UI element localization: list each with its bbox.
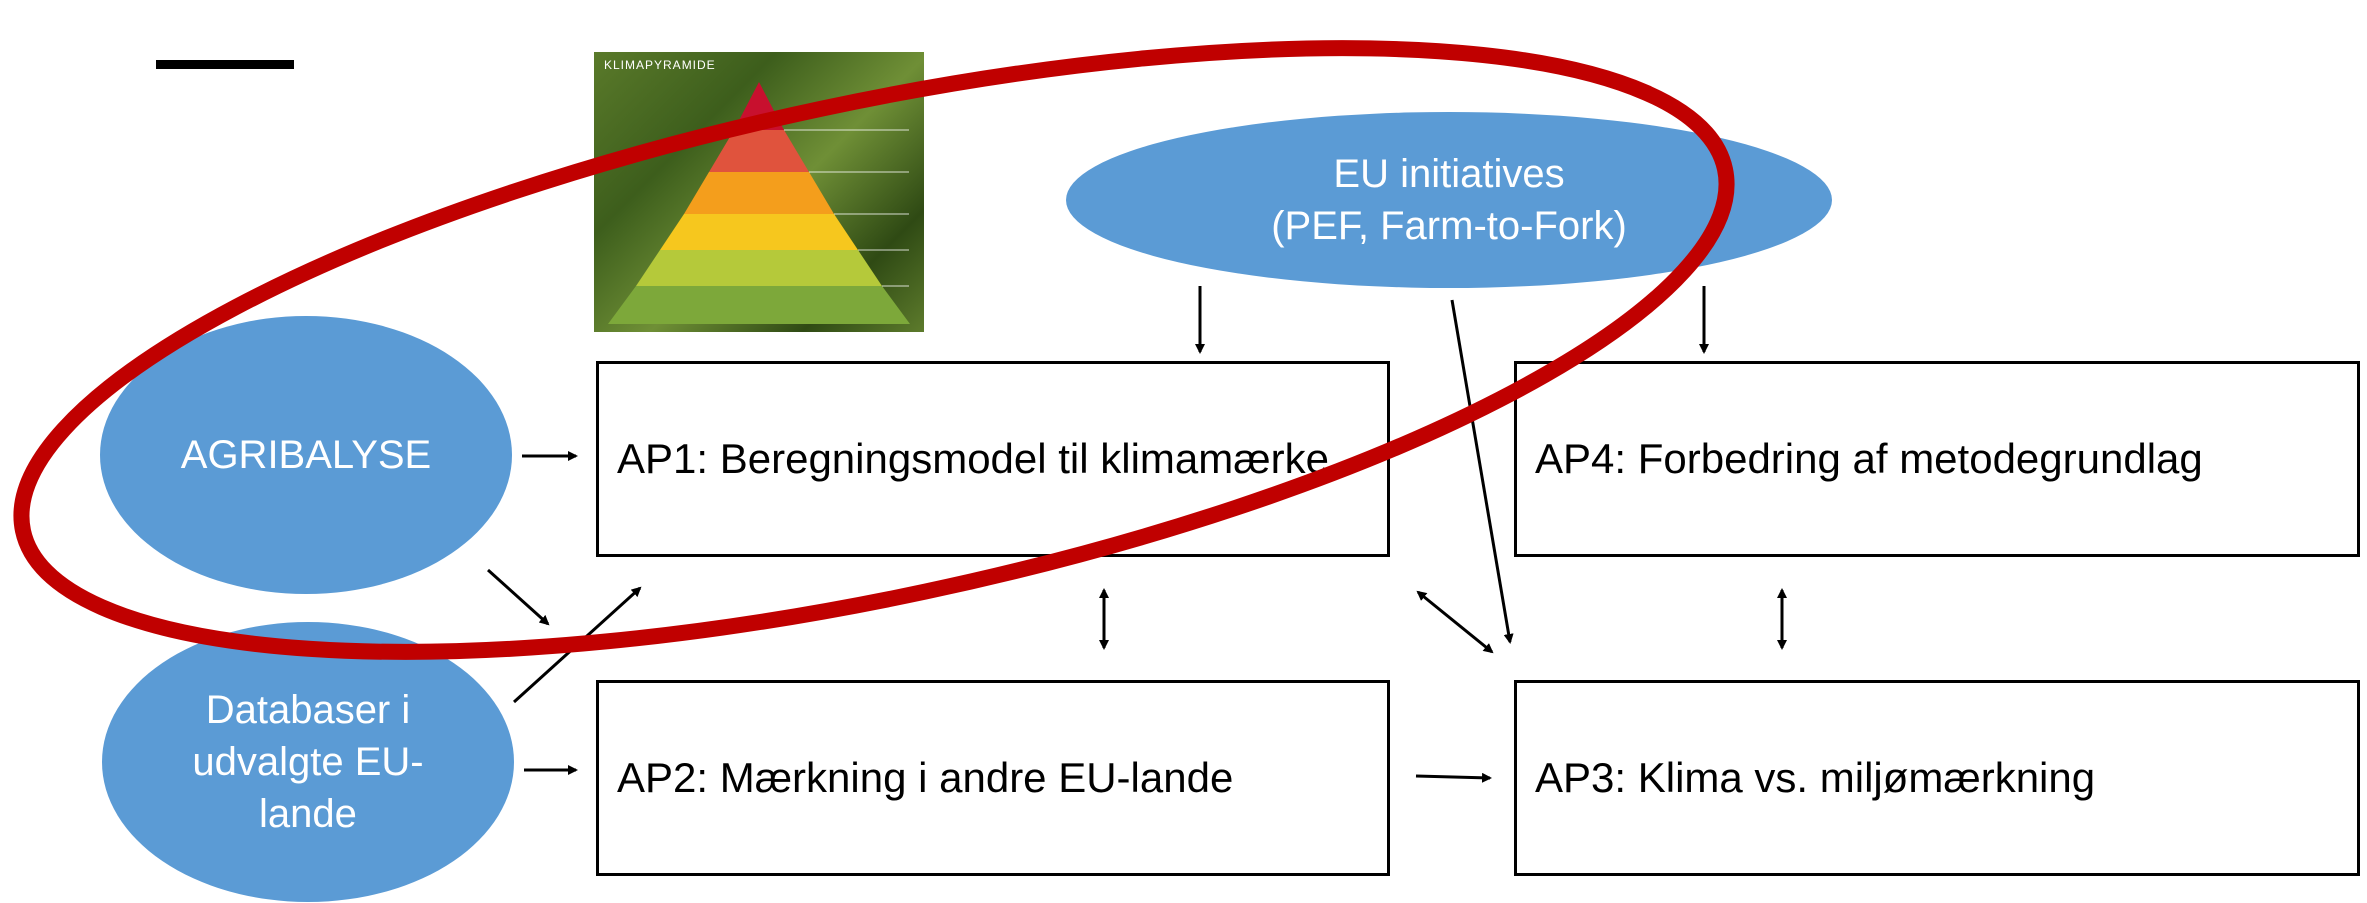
- arrow-ap2-to-ap3: [1415, 772, 1492, 783]
- databaser-label-line1: Databaser i: [205, 688, 411, 732]
- ap1-label: AP1: Beregningsmodel til klimamærke: [617, 435, 1329, 482]
- databaser-label-line3: lande: [259, 792, 357, 836]
- arrow-agribalyse-to-ap2: [486, 568, 550, 626]
- red-highlight-ellipse: [13, 40, 1735, 660]
- ap2-box: AP2: Mærkning i andre EU-lande: [596, 680, 1390, 876]
- databaser-label-line2: udvalgte EU-: [192, 740, 424, 784]
- databaser-ellipse: Databaser i udvalgte EU- lande: [102, 622, 514, 902]
- arrow-ap1-ap3-bidirectional: [1416, 590, 1494, 654]
- pyramid-level-5: [636, 250, 882, 286]
- pyramid-level-6: [608, 286, 910, 324]
- climate-pyramid-image: KLIMAPYRAMIDE: [594, 52, 924, 332]
- pyramid-level-3: [684, 172, 834, 214]
- title-underline-bar: [156, 60, 294, 69]
- ap4-box: AP4: Forbedring af metodegrundlag: [1514, 361, 2360, 557]
- pyramid-title: KLIMAPYRAMIDE: [604, 58, 716, 72]
- arrow-eu-to-ap3: [1450, 299, 1514, 644]
- ap4-label: AP4: Forbedring af metodegrundlag: [1535, 435, 2203, 482]
- agribalyse-ellipse: AGRIBALYSE: [100, 316, 512, 594]
- ap2-label: AP2: Mærkning i andre EU-lande: [617, 754, 1234, 801]
- eu-initiatives-label-line1: EU initiatives: [1333, 152, 1565, 196]
- eu-initiatives-label-line2: (PEF, Farm-to-Fork): [1271, 204, 1627, 248]
- pyramid-level-2: [709, 130, 809, 172]
- ap3-label: AP3: Klima vs. miljømærkning: [1535, 754, 2096, 801]
- agribalyse-label: AGRIBALYSE: [180, 433, 432, 477]
- pyramid-level-4: [660, 214, 858, 250]
- pyramid-shape: [608, 82, 910, 324]
- ap3-box: AP3: Klima vs. miljømærkning: [1514, 680, 2360, 876]
